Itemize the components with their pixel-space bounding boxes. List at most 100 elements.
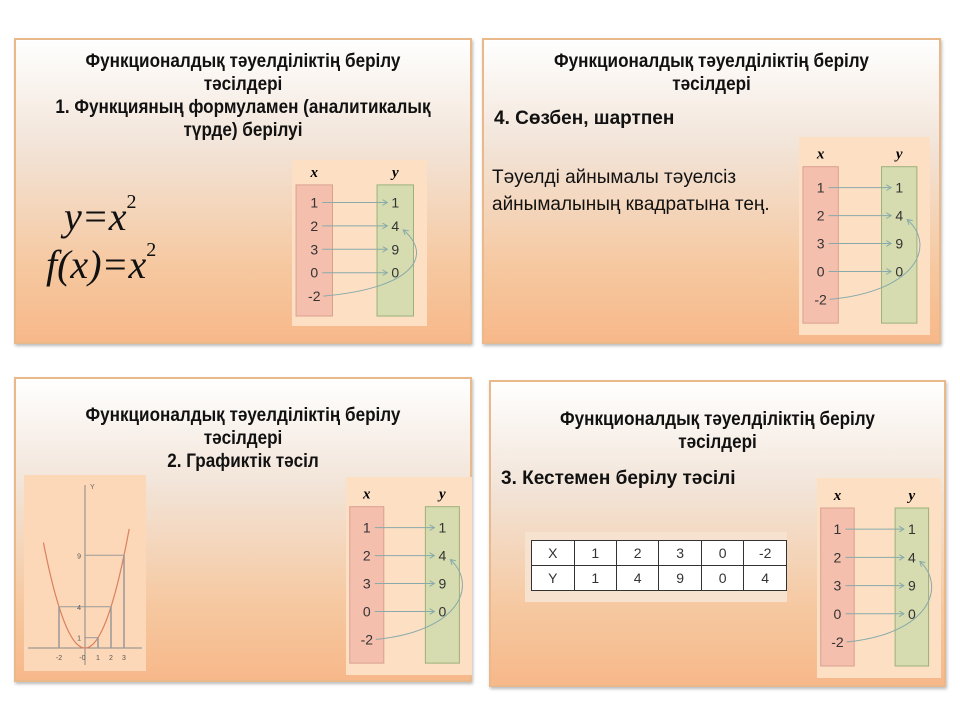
y-value: 1 xyxy=(438,520,446,536)
x-value: -2 xyxy=(831,634,844,650)
x-value: -2 xyxy=(814,291,827,307)
x-set-box xyxy=(820,507,855,667)
formula-f: f(x)=x2 xyxy=(46,228,156,287)
table-cell: 3 xyxy=(658,540,702,566)
table-cell: 4 xyxy=(743,565,787,591)
y-value: 4 xyxy=(391,218,399,234)
y-value: 0 xyxy=(895,263,903,279)
y-value: 0 xyxy=(438,603,446,619)
x-value: 2 xyxy=(834,549,842,565)
y-value: 1 xyxy=(908,521,916,537)
y-value: 9 xyxy=(895,236,903,252)
panel-heading-line2: тәсілдері xyxy=(203,428,283,449)
x-value: -2 xyxy=(361,631,374,647)
table-cell: 0 xyxy=(700,565,745,591)
table-cell: X xyxy=(531,540,575,566)
mapping-arrow-curved xyxy=(323,230,417,297)
table-cell: 1 xyxy=(573,540,617,566)
mapping-diagram: x y 1 1 2 4 3 9 0 0 -2 xyxy=(799,137,930,335)
y-tick-label: 1 xyxy=(77,636,81,643)
x-value: 2 xyxy=(363,548,371,564)
y-set-box xyxy=(376,184,415,317)
x-tick-label: 1 xyxy=(96,655,100,662)
x-value: 2 xyxy=(310,218,318,234)
panel-heading-line1: Функционалдық тәуелділіктің берілу xyxy=(85,51,401,72)
y-set-label: y xyxy=(907,488,916,504)
parabola-curve xyxy=(42,528,130,649)
formula-exponent: 2 xyxy=(126,191,137,213)
x-tick-label: -0 xyxy=(79,655,85,662)
y-value: 9 xyxy=(908,578,916,594)
x-tick-label: 3 xyxy=(122,655,126,662)
panel-heading-line1: Функционалдық тәуелділіктің берілу xyxy=(560,409,875,430)
formula-text: f(x)=x xyxy=(46,242,147,287)
mapping-arrow-curved xyxy=(375,560,463,640)
mapping-diagram: x y 1 1 2 4 3 9 0 0 -2 xyxy=(346,477,472,675)
x-value: 2 xyxy=(817,208,825,224)
y-value: 1 xyxy=(391,194,399,210)
x-set-label: x xyxy=(833,488,842,504)
y-value: 0 xyxy=(391,265,399,281)
slide-panel-table: Функционалдық тәуелділіктің берілу тәсіл… xyxy=(489,380,946,687)
y-value: 9 xyxy=(438,576,446,592)
table-cell: Y xyxy=(531,565,575,591)
y-set-label: y xyxy=(894,147,903,163)
slide-panel-formula: Функционалдық тәуелділіктің берілу тәсіл… xyxy=(14,38,472,344)
x-value: 0 xyxy=(363,603,371,619)
panel-heading-line1: Функционалдық тәуелділіктің берілу xyxy=(85,405,401,426)
panel-subtitle: 2. Графиктік тәсіл xyxy=(167,451,319,472)
x-value: 0 xyxy=(310,265,318,281)
table-cell: 1 xyxy=(573,565,617,591)
x-set-box xyxy=(295,184,334,317)
mapping-arrow-curved xyxy=(829,220,921,300)
y-value: 4 xyxy=(895,208,903,224)
x-value: -2 xyxy=(308,288,321,304)
x-set-box xyxy=(349,506,385,664)
y-value: 0 xyxy=(908,606,916,622)
panel-heading-line2: тәсілдері xyxy=(678,432,757,453)
x-value: 3 xyxy=(834,578,842,594)
panel-subtitle: 3. Кестемен берілу тәсілі xyxy=(501,468,736,489)
y-axis-label: Y xyxy=(90,484,95,491)
formula-text: y=x xyxy=(64,194,127,239)
panel-subtitle: 4. Сөзбен, шартпен xyxy=(494,108,675,129)
slide-panel-graph: Функционалдық тәуелділіктің берілу тәсіл… xyxy=(14,377,472,682)
x-value: 1 xyxy=(363,520,371,536)
x-set-label: x xyxy=(816,147,825,163)
x-value: 3 xyxy=(310,241,318,257)
y-value: 1 xyxy=(895,180,903,196)
x-value: 1 xyxy=(817,180,825,196)
x-value: 1 xyxy=(310,194,318,210)
y-tick-label: 9 xyxy=(77,553,81,560)
panel-subtitle-line2: түрде) берілуі xyxy=(183,120,303,141)
table-cell: -2 xyxy=(743,540,787,566)
x-value: 3 xyxy=(363,576,371,592)
table-cell: 2 xyxy=(615,540,660,566)
x-value: 3 xyxy=(817,236,825,252)
slide-panel-verbal: Функционалдық тәуелділіктің берілу тәсіл… xyxy=(482,38,941,344)
x-tick-label: -2 xyxy=(56,655,62,662)
y-set-label: y xyxy=(437,487,446,503)
x-set-box xyxy=(802,166,839,324)
verbal-description: Тәуелді айнымалы тәуелсіз айнымалының кв… xyxy=(492,167,770,215)
panel-heading-line2: тәсілдері xyxy=(672,74,751,95)
panel-heading-line2: тәсілдері xyxy=(203,74,283,95)
y-set-label: y xyxy=(390,165,399,181)
x-set-label: x xyxy=(362,487,371,503)
y-value: 9 xyxy=(391,241,399,257)
table-cell: 9 xyxy=(658,565,702,591)
x-value: 0 xyxy=(817,263,825,279)
table-cell: 4 xyxy=(615,565,660,591)
formula-y: y=x2 xyxy=(64,180,137,239)
mapping-arrow-curved xyxy=(846,561,933,643)
y-value: 4 xyxy=(908,549,916,565)
x-tick-label: 2 xyxy=(109,655,113,662)
y-value: 4 xyxy=(438,548,446,564)
